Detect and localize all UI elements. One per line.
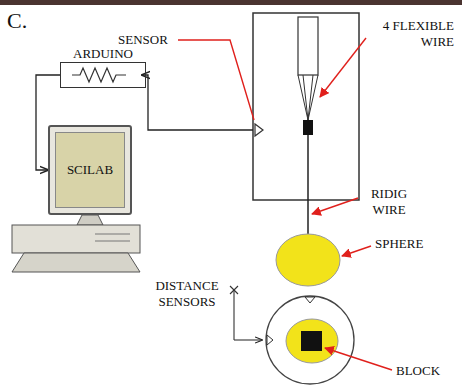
top-view-ring bbox=[266, 296, 354, 384]
box-heading: ARDUINO bbox=[60, 46, 146, 62]
drive-slot bbox=[95, 234, 130, 235]
computer-case bbox=[12, 225, 140, 253]
chip-outline bbox=[60, 62, 146, 88]
callout-arrows bbox=[178, 38, 392, 370]
screen-label: SCILAB bbox=[67, 162, 113, 178]
part-label: SPHERE bbox=[375, 236, 423, 252]
part-label: 4 FLEXIBLE WIRE bbox=[368, 18, 454, 50]
sensor-symbol bbox=[305, 297, 315, 303]
leader-line bbox=[325, 348, 392, 370]
panel-letter: C. bbox=[7, 8, 27, 34]
flexible-wires bbox=[298, 75, 318, 120]
housing-frame bbox=[253, 13, 359, 200]
part-label: BLOCK bbox=[396, 363, 440, 379]
part-label: DISTANCE SENSORS bbox=[146, 278, 228, 310]
distance-bracket bbox=[230, 286, 262, 340]
sphere bbox=[276, 234, 340, 286]
wire-support bbox=[298, 17, 318, 75]
arduino-box: ARDUINO bbox=[60, 46, 146, 88]
sensor-symbol bbox=[255, 124, 263, 136]
leader-line bbox=[178, 40, 254, 120]
drive-slot bbox=[95, 241, 130, 242]
suspended-block bbox=[303, 120, 313, 135]
block-top-view bbox=[301, 331, 322, 351]
photo-strip bbox=[0, 0, 462, 5]
sensor-symbol bbox=[267, 335, 273, 345]
leader-line bbox=[312, 198, 358, 214]
leader-line bbox=[320, 38, 366, 97]
monitor-stand bbox=[77, 215, 103, 225]
monitor-screen: SCILAB bbox=[55, 132, 125, 208]
part-label: RIDIG WIRE bbox=[362, 186, 416, 218]
signal-wire bbox=[142, 75, 253, 130]
rigid-wire bbox=[307, 135, 309, 234]
sphere-top-view bbox=[286, 319, 338, 363]
computer-monitor: SCILAB bbox=[48, 125, 132, 215]
leader-line bbox=[342, 246, 371, 256]
resistor-symbol bbox=[72, 68, 126, 82]
keyboard bbox=[12, 253, 140, 272]
part-label: SENSOR bbox=[118, 32, 168, 48]
